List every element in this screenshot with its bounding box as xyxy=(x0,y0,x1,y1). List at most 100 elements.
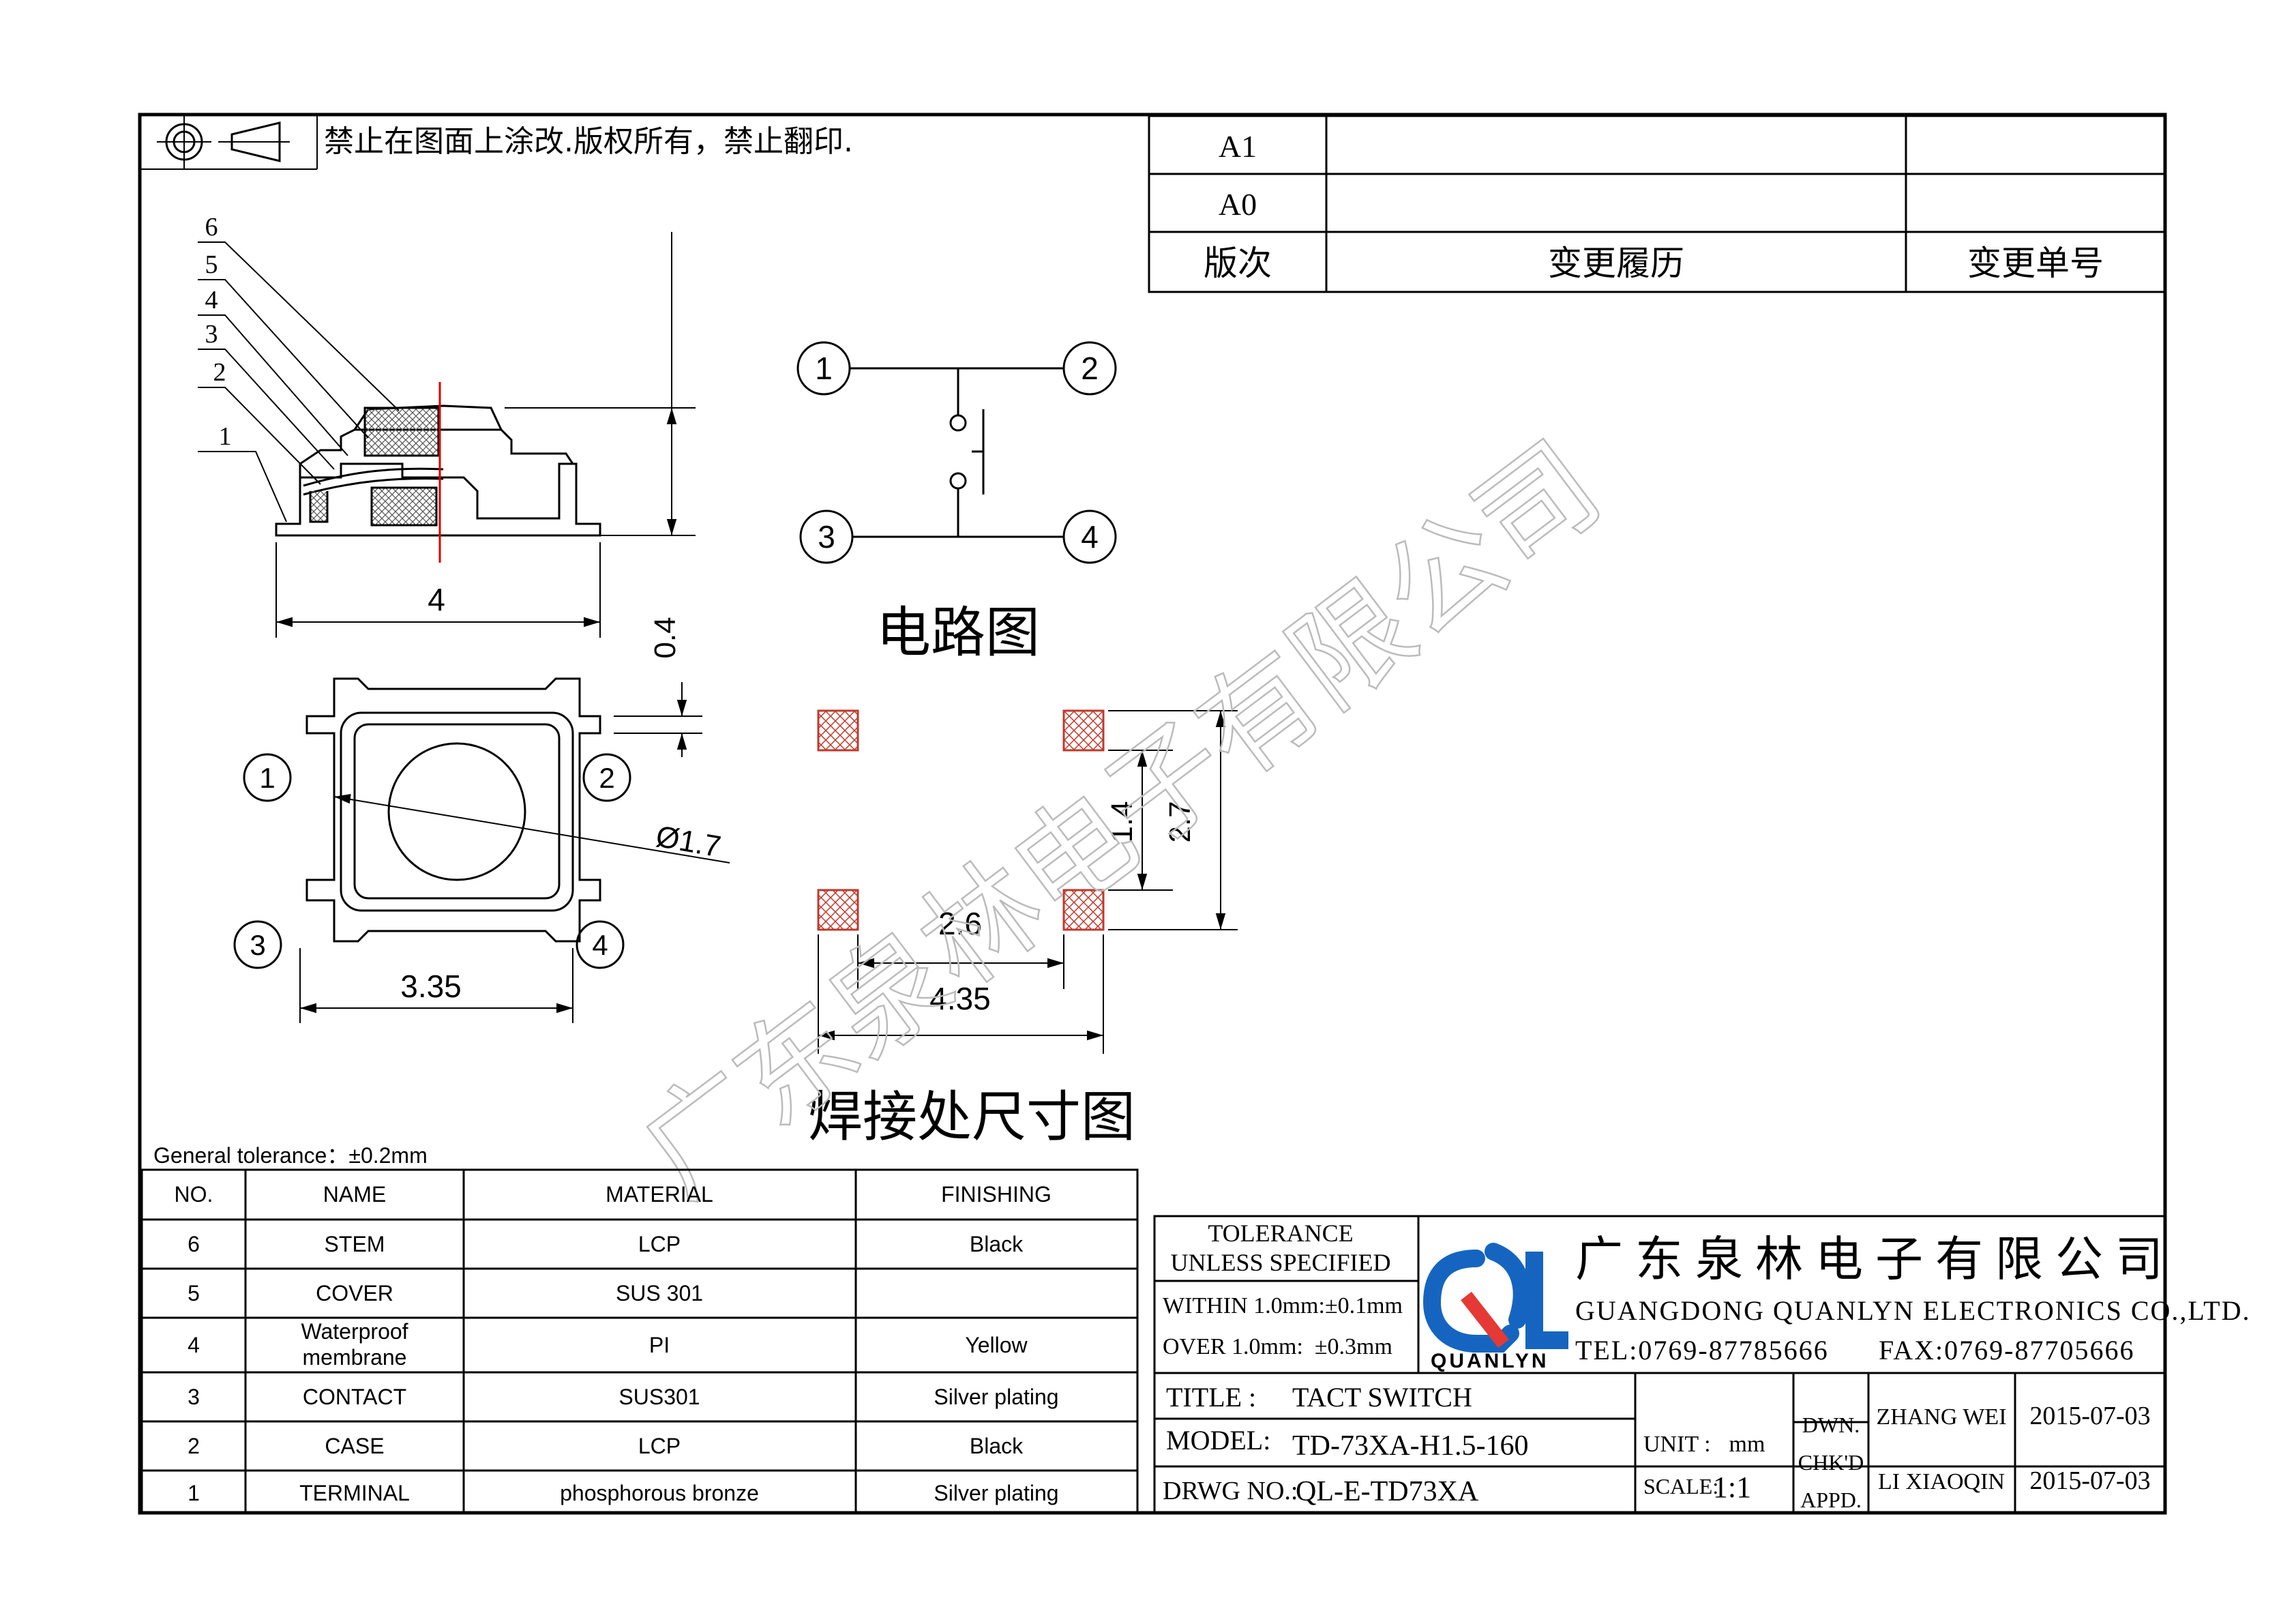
tolerance-title-1: TOLERANCE xyxy=(1208,1220,1353,1247)
solder-pad-2 xyxy=(1062,709,1105,752)
revision-header-history: 变更履历 xyxy=(1548,243,1684,283)
bom-header-no: NO. xyxy=(175,1182,213,1207)
dim-label-stem-diameter: Ø1.7 xyxy=(653,820,723,864)
bom-row-finishing: Black xyxy=(970,1434,1024,1458)
appd-label: APPD. xyxy=(1800,1488,1862,1512)
width-dimension-4 xyxy=(275,542,601,638)
bom-row-material: SUS 301 xyxy=(616,1281,703,1305)
bom-row-name: CASE xyxy=(325,1434,384,1458)
bom-row-material: phosphorous bronze xyxy=(560,1481,759,1505)
bom-row-no: 2 xyxy=(188,1434,200,1458)
title-value: TACT SWITCH xyxy=(1292,1382,1472,1413)
bom-header-finishing: FINISHING xyxy=(941,1182,1052,1207)
side-view xyxy=(275,404,601,537)
dwn-label: DWN. xyxy=(1802,1413,1860,1437)
solder-pad-1 xyxy=(817,709,859,752)
part-leaders xyxy=(198,241,400,522)
circuit-diagram xyxy=(796,341,1117,564)
title-block-grid xyxy=(1153,1215,2166,1514)
circuit-pin-1: 1 xyxy=(815,351,833,386)
unit-value: mm xyxy=(1729,1432,1765,1457)
circuit-pin-4: 4 xyxy=(1081,519,1099,555)
scale-label: SCALE: xyxy=(1643,1474,1718,1498)
part-label-2: 2 xyxy=(213,358,226,387)
part-label-1: 1 xyxy=(219,422,232,451)
general-tolerance-note: General tolerance：±0.2mm xyxy=(153,1143,428,1168)
drawn-date: 2015-07-03 xyxy=(2029,1402,2150,1430)
bom-row-no: 4 xyxy=(188,1333,200,1357)
bom-row-no: 1 xyxy=(188,1481,200,1505)
revision-header-version: 版次 xyxy=(1204,243,1272,283)
bom-row-name: TERMINAL xyxy=(299,1481,410,1505)
solder-pad-3 xyxy=(817,889,859,931)
dim-label-2-6: 2.6 xyxy=(938,906,982,941)
sheet-border xyxy=(138,113,2167,1515)
dim-label-2-7: 2.7 xyxy=(1163,801,1197,842)
company-name-en: GUANGDONG QUANLYN ELECTRONICS CO.,LTD. xyxy=(1575,1295,2251,1326)
top-pin-4: 4 xyxy=(592,929,608,961)
copyright-notice: 禁止在图面上涂改.版权所有，禁止翻印. xyxy=(324,124,853,159)
unit-label: UNIT : xyxy=(1643,1432,1711,1457)
circuit-pin-3: 3 xyxy=(818,519,835,555)
dim-label-1-4: 1.4 xyxy=(1105,801,1139,842)
stem-diameter-leader xyxy=(333,794,730,863)
bom-row-name: CONTACT xyxy=(303,1385,406,1409)
solder-pad-label: 焊接处尺寸图 xyxy=(808,1085,1135,1149)
company-name-cn: 广东泉林电子有限公司 xyxy=(1575,1231,2175,1287)
pin-width-dimension xyxy=(614,682,702,757)
bom-row-name: COVER xyxy=(316,1281,393,1305)
bom-row-no: 6 xyxy=(188,1232,200,1256)
top-view xyxy=(305,677,601,943)
checked-by: LI XIAOQIN xyxy=(1878,1469,2005,1494)
dim-label-4-35: 4.35 xyxy=(929,981,991,1016)
bom-row-finishing: Silver plating xyxy=(934,1481,1058,1505)
height-dimension xyxy=(505,232,696,536)
scale-value: 1:1 xyxy=(1713,1471,1751,1504)
top-pin-1: 1 xyxy=(259,762,275,794)
model-label: MODEL: xyxy=(1166,1425,1270,1456)
top-pin-3: 3 xyxy=(250,929,265,961)
bom-row-material: PI xyxy=(649,1333,670,1357)
bom-row-material: SUS301 xyxy=(618,1385,700,1409)
bom-row-finishing: Black xyxy=(970,1232,1024,1256)
logo-text: QUANLYN xyxy=(1431,1350,1549,1372)
drwg-label: DRWG NO.: xyxy=(1163,1477,1298,1505)
model-value: TD-73XA-H1.5-160 xyxy=(1292,1430,1528,1462)
solder-pad-dimensions xyxy=(818,710,1238,1054)
revision-table xyxy=(1148,115,2166,293)
revision-row-a0: A0 xyxy=(1219,187,1257,222)
bom-header-material: MATERIAL xyxy=(606,1182,713,1207)
dim-label-0-4: 0.4 xyxy=(648,617,682,658)
projection-symbol xyxy=(140,115,318,170)
bom-header: NO. NAME MATERIAL FINISHING xyxy=(175,1182,1052,1207)
circuit-diagram-label: 电路图 xyxy=(876,601,1040,664)
bom-row-finishing: Yellow xyxy=(965,1333,1028,1357)
solder-pads xyxy=(817,709,1105,931)
tolerance-within: WITHIN 1.0mm:±0.1mm xyxy=(1163,1293,1403,1318)
drawn-by: ZHANG WEI xyxy=(1876,1404,2006,1430)
checked-date: 2015-07-03 xyxy=(2029,1466,2150,1495)
circuit-pin-2: 2 xyxy=(1081,351,1099,386)
bom-rows: 6 STEM LCP Black 5 COVER SUS 301 4 Water… xyxy=(188,1232,1059,1505)
bom-row-no: 3 xyxy=(188,1385,200,1409)
revision-row-a1: A1 xyxy=(1219,129,1257,164)
solder-pad-4 xyxy=(1062,889,1105,931)
company-logo: QUANLYN xyxy=(1422,1243,1568,1372)
drwg-value: QL-E-TD73XA xyxy=(1296,1476,1479,1507)
part-label-4: 4 xyxy=(205,286,218,314)
tolerance-title-2: UNLESS SPECIFIED xyxy=(1170,1249,1390,1276)
top-pin-2: 2 xyxy=(599,762,614,794)
width-dimension-3-35 xyxy=(299,948,573,1023)
bom-row-material: LCP xyxy=(638,1434,681,1458)
title-label: TITLE : xyxy=(1166,1382,1256,1413)
part-label-6: 6 xyxy=(205,213,218,241)
chkd-label: CHK'D xyxy=(1798,1450,1864,1475)
bom-header-name: NAME xyxy=(323,1182,386,1207)
part-label-5: 5 xyxy=(205,250,218,279)
bom-row-name: STEM xyxy=(325,1232,385,1256)
part-label-3: 3 xyxy=(205,320,218,349)
bom-row-material: LCP xyxy=(638,1232,681,1256)
revision-header-change-no: 变更单号 xyxy=(1967,243,2104,283)
